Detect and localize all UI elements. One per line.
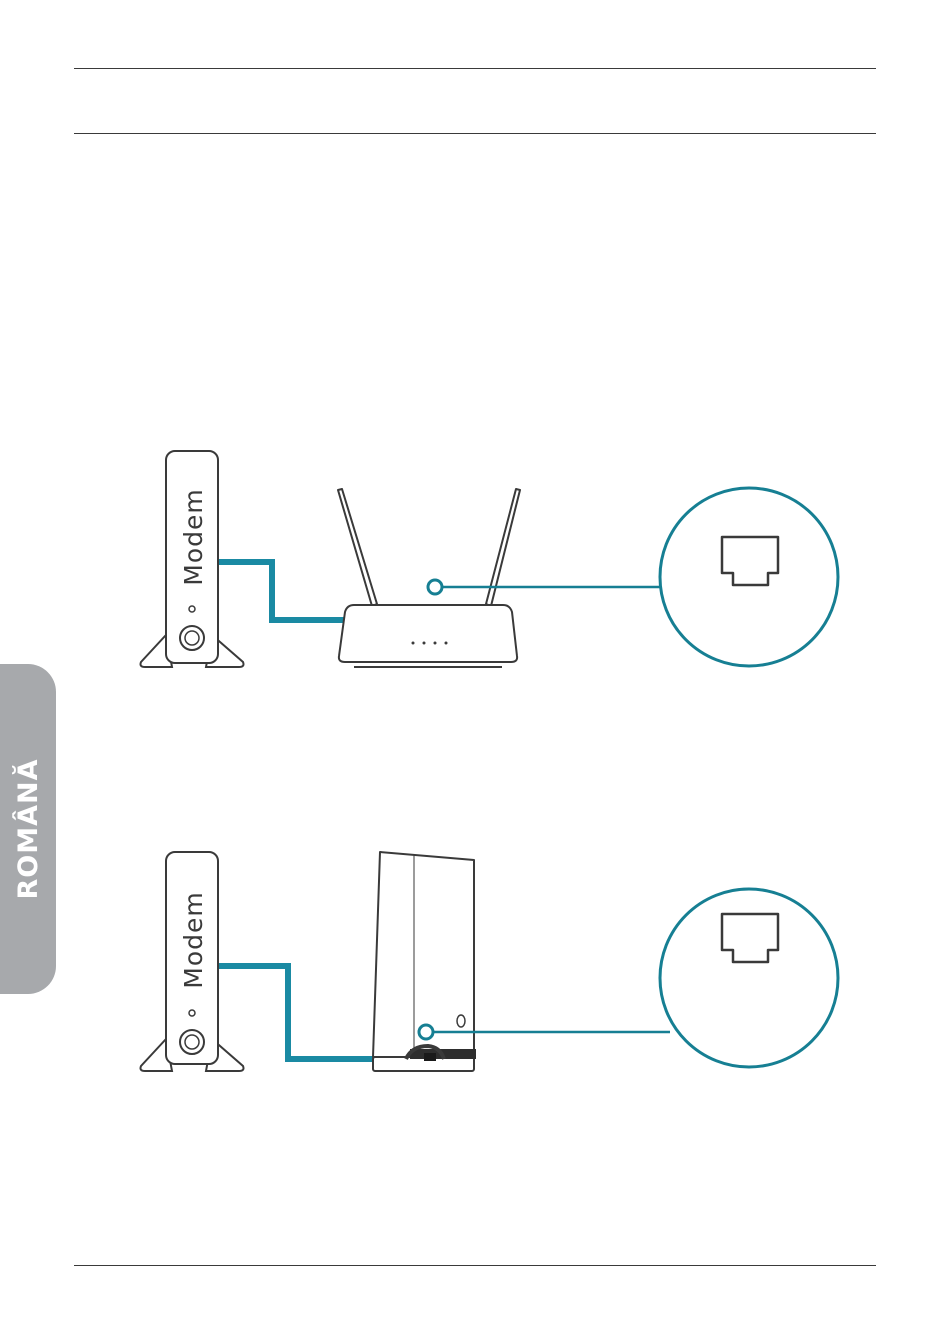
router-device — [338, 489, 520, 667]
diagram-router: Modem — [141, 451, 839, 667]
modem-device-bottom: Modem — [141, 852, 244, 1071]
diagram-mesh: Modem — [141, 852, 839, 1071]
port-callout-bottom — [419, 889, 838, 1067]
modem-label-bottom: Modem — [179, 891, 208, 988]
ethernet-cable-top — [218, 562, 352, 620]
modem-label-top: Modem — [179, 488, 208, 585]
